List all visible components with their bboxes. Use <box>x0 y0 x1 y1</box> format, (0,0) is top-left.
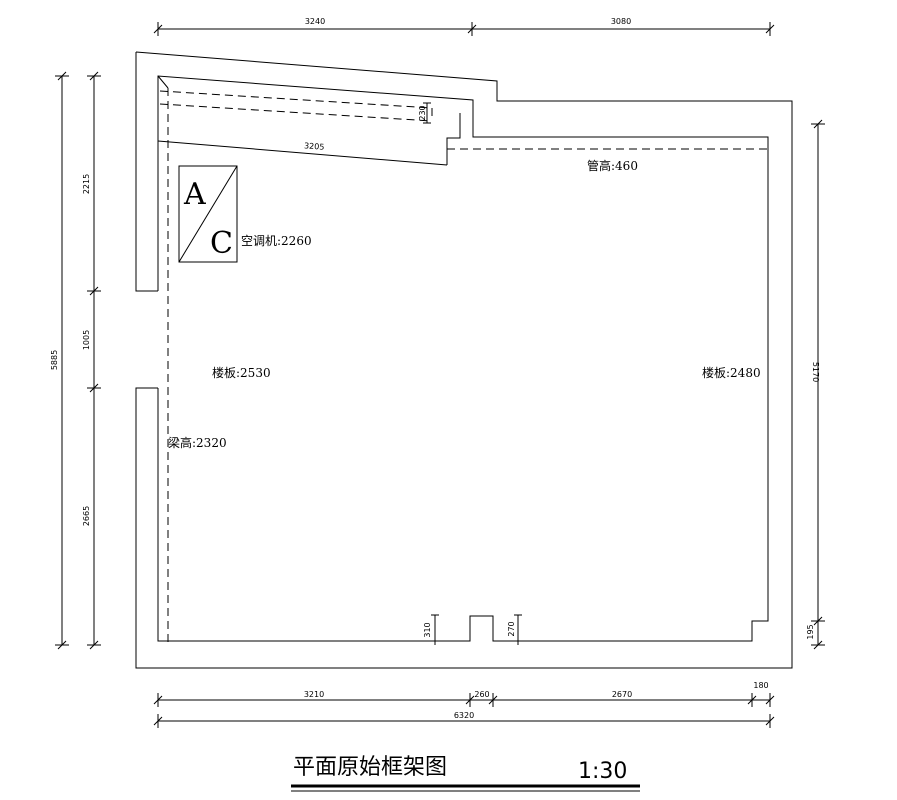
dim-right-outer: 5170 <box>811 362 820 382</box>
ac-unit-symbol: A C <box>178 165 238 263</box>
label-pipe-height: 管高:460 <box>587 158 638 173</box>
title-block: 平面原始框架图 1:30 <box>291 755 640 792</box>
label-floor-right: 楼板:2480 <box>702 365 761 380</box>
label-floor-left: 楼板:2530 <box>212 365 271 380</box>
dim-left-outer: 5885 <box>50 350 59 370</box>
dim-column-right: 270 <box>507 621 516 636</box>
dim-right-lower: 195 <box>806 624 815 639</box>
dim-bottom-b: 260 <box>474 690 489 699</box>
beam-lines <box>157 75 768 645</box>
left-dimension: 5885 2215 1005 2665 <box>50 71 101 650</box>
column-markers <box>423 102 522 645</box>
dim-bottom-a: 3210 <box>304 690 324 699</box>
dim-bottom-total: 6320 <box>454 711 474 720</box>
drawing-title: 平面原始框架图 <box>293 755 447 780</box>
inner-wall <box>157 75 769 642</box>
outer-wall <box>135 51 793 669</box>
ac-symbol-top: A <box>183 177 206 212</box>
top-dimension: 3240 3080 <box>153 17 775 36</box>
dim-left-upper: 2215 <box>82 174 91 194</box>
ac-symbol-bottom: C <box>210 226 233 261</box>
dim-left-lower: 2665 <box>82 506 91 526</box>
label-ac-unit: 空调机:2260 <box>241 234 312 248</box>
dim-column-left: 310 <box>423 622 432 637</box>
annotations: 管高:460 空调机:2260 楼板:2530 楼板:2480 梁高:2320 <box>168 158 761 450</box>
inner-dimensions: 3205 230 310 270 <box>304 105 516 637</box>
dim-left-door: 1005 <box>82 330 91 350</box>
dim-top-right: 3080 <box>611 17 631 26</box>
dim-bottom-c: 2670 <box>612 690 632 699</box>
dim-step-small: 230 <box>418 105 427 120</box>
dim-inner-beam: 3205 <box>304 141 325 152</box>
right-dimension: 5170 195 <box>806 119 825 650</box>
bottom-dimension: 3210 260 2670 180 6320 <box>153 681 775 728</box>
drawing-scale: 1:30 <box>578 759 627 784</box>
dim-bottom-d: 180 <box>753 681 768 690</box>
dim-top-left: 3240 <box>305 17 325 26</box>
label-beam-height: 梁高:2320 <box>168 435 227 450</box>
